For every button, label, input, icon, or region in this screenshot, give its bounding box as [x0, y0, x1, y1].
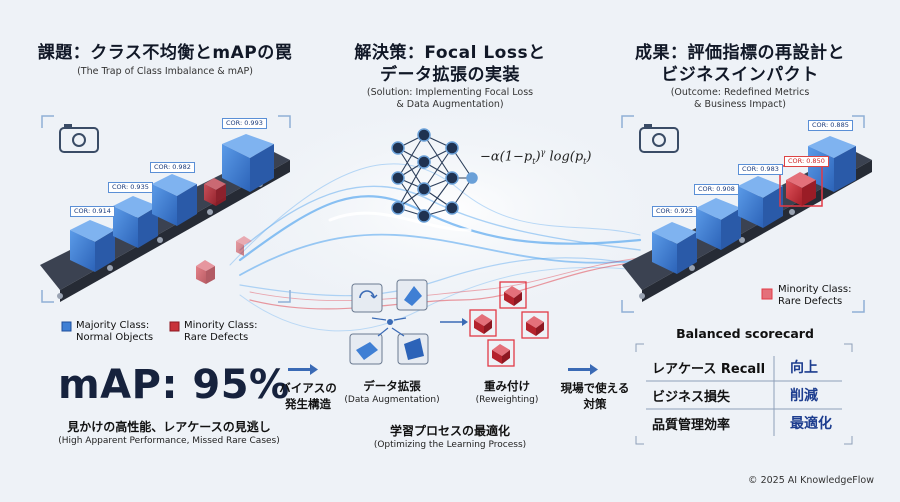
solution-subtitle-line1: (Solution: Implementing Focal Loss — [366, 87, 534, 98]
bias-structure-label: バイアスの 発生構造 — [278, 380, 338, 412]
right-panel-frame — [621, 115, 865, 313]
red-flow-streams — [249, 257, 641, 310]
cor-label-defect: COR: 0.850 — [784, 156, 829, 167]
legend-minority: Minority Class: Rare Defects — [184, 320, 257, 344]
minority-defect-right — [779, 165, 823, 207]
outcome-title-line2: ビジネスインパクト — [661, 65, 819, 85]
cor-label: COR: 0.983 — [738, 164, 783, 175]
cor-label: COR: 0.935 — [108, 182, 153, 193]
solution-subtitle-line2: & Data Augmentation) — [396, 99, 504, 110]
reweighting-boxes — [440, 281, 549, 367]
solution-title-line2: データ拡張の実装 — [380, 65, 520, 85]
cor-label: COR: 0.908 — [694, 184, 739, 195]
problem-title: 課題：クラス不均衡とmAPの罠 — [37, 43, 293, 63]
scorecard-row-value: 向上 — [790, 360, 818, 376]
footer-copyright: © 2025 AI KnowledgeFlow — [748, 475, 874, 486]
outcome-subtitle-line1: (Outcome: Redefined Metrics — [670, 87, 810, 98]
camera-icon — [59, 124, 99, 153]
reweighting-label-jp: 重み付け — [484, 379, 530, 393]
legend-right-line1: Minority Class: — [778, 284, 852, 295]
majority-boxes-right — [652, 136, 856, 274]
scorecard-frame — [635, 343, 853, 445]
optimizing-label-en: (Optimizing the Learning Process) — [373, 440, 527, 450]
bias-line1: バイアスの — [279, 381, 337, 395]
legend-minority-line1: Minority Class: — [184, 320, 258, 331]
legend-right-line2: Rare Defects — [778, 296, 843, 307]
field-measures-label: 現場で使える 対策 — [560, 380, 630, 412]
left-caption-jp: 見かけの高性能、レアケースの見逃し — [67, 420, 271, 434]
left-caption-en: (High Apparent Performance, Missed Rare … — [58, 436, 280, 446]
majority-boxes-left — [70, 134, 274, 272]
minority-defects-left — [196, 178, 252, 284]
scorecard-title: Balanced scorecard — [676, 326, 814, 341]
legend-swatches — [61, 288, 773, 332]
outcome-subtitle-line2: & Business Impact) — [694, 99, 786, 110]
map-metric: mAP: 95% — [58, 362, 290, 408]
scorecard-row-label: レアケース Recall — [652, 362, 766, 377]
field-line1: 現場で使える — [560, 381, 630, 395]
cor-label: COR: 0.885 — [808, 120, 853, 131]
cor-label: COR: 0.993 — [222, 118, 267, 129]
field-line2: 対策 — [583, 397, 607, 411]
cor-label: COR: 0.982 — [150, 162, 195, 173]
augmentation-label-en: (Data Augmentation) — [344, 395, 440, 405]
augmentation-label-jp: データ拡張 — [363, 379, 421, 393]
scorecard-row-label: ビジネス損失 — [652, 390, 731, 405]
legend-majority-line2: Normal Objects — [76, 332, 154, 343]
scorecard-row-label: 品質管理効率 — [652, 418, 731, 433]
scorecard-row-value: 削減 — [790, 388, 818, 404]
reweighting-label-en: (Reweighting) — [475, 395, 539, 405]
scorecard-row-value: 最適化 — [790, 416, 832, 432]
augmentation-tiles — [349, 279, 429, 365]
focal-loss-formula: −α(1−pt)γ log(pt) — [480, 148, 592, 166]
solution-title-line1: 解決策：Focal Lossと — [354, 43, 546, 63]
legend-majority-line1: Majority Class: — [76, 320, 150, 331]
cor-label: COR: 0.925 — [652, 206, 697, 217]
outcome-title-line1: 成果：評価指標の再設計と — [635, 43, 845, 63]
neural-network-icon — [391, 128, 478, 223]
bias-line2: 発生構造 — [285, 397, 331, 411]
left-panel-frame — [41, 115, 291, 303]
legend-minority-right: Minority Class: Rare Defects — [778, 284, 851, 308]
legend-minority-line2: Rare Defects — [184, 332, 249, 343]
flow-arrows — [288, 364, 598, 375]
camera-icon — [639, 124, 679, 153]
optimizing-label-jp: 学習プロセスの最適化 — [389, 424, 510, 438]
problem-subtitle: (The Trap of Class Imbalance & mAP) — [77, 66, 253, 77]
cor-label: COR: 0.914 — [70, 206, 115, 217]
legend-majority: Majority Class: Normal Objects — [76, 320, 153, 344]
